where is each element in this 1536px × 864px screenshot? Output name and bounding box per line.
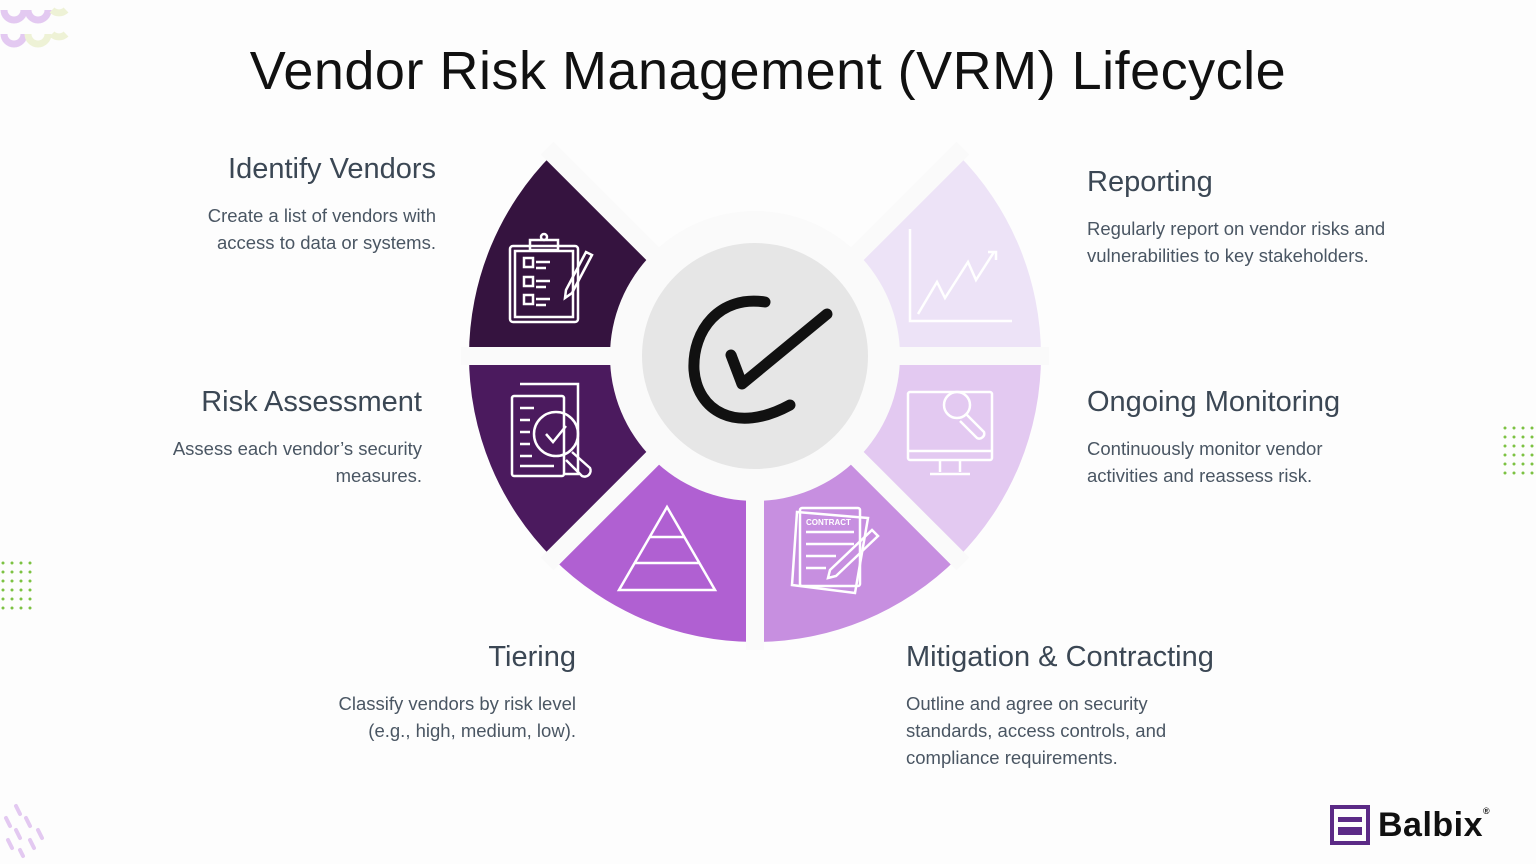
step-title: Ongoing Monitoring (1087, 386, 1341, 418)
segment-tiering (552, 454, 755, 642)
decorative-dots (1, 561, 32, 610)
pyramid-icon (616, 504, 718, 592)
dot (10, 579, 14, 583)
dot (1521, 444, 1525, 448)
decorative-dashes (4, 804, 44, 858)
dot (1503, 426, 1507, 430)
dot (1512, 471, 1516, 475)
dot (19, 561, 23, 565)
dot (28, 588, 32, 592)
step-title: Tiering (488, 641, 576, 673)
step-title: Risk Assessment (201, 386, 422, 418)
segment-mitigation (755, 454, 958, 642)
dot (1530, 453, 1534, 457)
contract-pen-icon: CONTRACT (790, 506, 880, 595)
dot (1530, 444, 1534, 448)
dot (28, 597, 32, 601)
decorative-circles (0, 7, 69, 48)
balbix-logo-mark (1330, 805, 1370, 845)
dot (1521, 435, 1525, 439)
line-chart-icon (908, 229, 1012, 323)
balbix-logo: Balbix® (1330, 805, 1490, 845)
dot (1512, 462, 1516, 466)
dot (1, 606, 5, 610)
dot (28, 579, 32, 583)
dot (1512, 444, 1516, 448)
dot (1530, 471, 1534, 475)
step-risk-assessment: Risk Assessment Assess each vendor’s sec… (22, 386, 422, 489)
dot (1, 561, 5, 565)
dot (1521, 426, 1525, 430)
segment-monitoring (853, 356, 1041, 559)
step-identify-vendors: Identify Vendors Create a list of vendor… (36, 153, 436, 256)
dot (10, 561, 14, 565)
dot (1, 579, 5, 583)
dot (1530, 426, 1534, 430)
step-ongoing-monitoring: Ongoing Monitoring Continuously monitor … (1087, 386, 1507, 489)
dot (1503, 444, 1507, 448)
dot (1530, 462, 1534, 466)
dot (1, 588, 5, 592)
dot (1530, 435, 1534, 439)
dot (19, 579, 23, 583)
monitor-magnifier-icon (906, 390, 994, 476)
dot (19, 588, 23, 592)
dot (1503, 453, 1507, 457)
step-title: Reporting (1087, 166, 1213, 198)
dot (1, 597, 5, 601)
step-description: Classify vendors by risk level(e.g., hig… (338, 693, 577, 741)
dot (10, 570, 14, 574)
dot (19, 597, 23, 601)
dot (19, 606, 23, 610)
dot (1512, 453, 1516, 457)
dot (1521, 453, 1525, 457)
logo-text: Balbix® (1378, 805, 1491, 844)
dot (1512, 426, 1516, 430)
document-magnifier-check-icon (510, 382, 592, 478)
dot (19, 570, 23, 574)
dot (1, 570, 5, 574)
dot (1512, 435, 1516, 439)
segment-reporting (853, 153, 1041, 356)
dot (10, 606, 14, 610)
dot (1521, 462, 1525, 466)
dot (10, 597, 14, 601)
contract-label: CONTRACT (806, 518, 851, 527)
decorative-dots (1503, 426, 1534, 475)
dot (1503, 471, 1507, 475)
step-title: Identify Vendors (228, 153, 436, 185)
dot (28, 606, 32, 610)
clipboard-checklist-icon (508, 232, 594, 324)
step-tiering: Tiering Classify vendors by risk level(e… (176, 641, 577, 744)
dot (28, 570, 32, 574)
dot (1521, 471, 1525, 475)
step-reporting: Reporting Regularly report on vendor ris… (1087, 166, 1507, 269)
checkmark-icon (688, 295, 833, 424)
page-title: Vendor Risk Management (VRM) Lifecycle (249, 41, 1287, 101)
dot (1503, 435, 1507, 439)
segment-assessment (469, 356, 657, 559)
dot (28, 561, 32, 565)
dot (1503, 462, 1507, 466)
dot (10, 588, 14, 592)
step-mitigation-contracting: Mitigation & Contracting Outline and agr… (906, 641, 1326, 771)
center-circle (642, 243, 868, 469)
step-title: Mitigation & Contracting (906, 641, 1214, 673)
